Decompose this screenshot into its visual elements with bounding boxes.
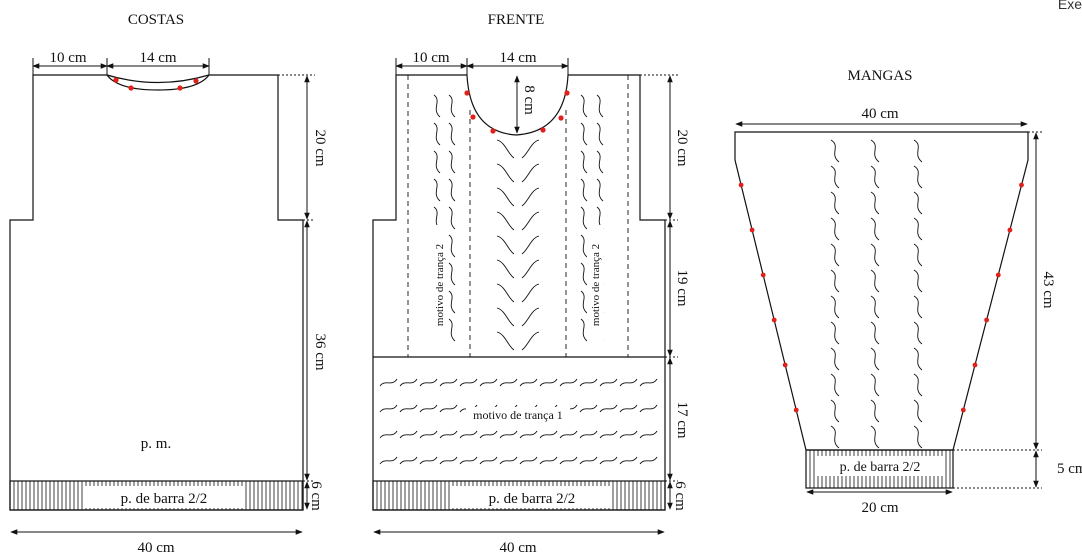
frente-shoulder-dim: 10 cm	[412, 50, 449, 66]
frente-cable2-right: motivo de trança 2	[590, 244, 602, 326]
frente-cable-columns	[407, 75, 629, 357]
frente-band-dim: 17 cm	[674, 401, 690, 438]
costas-rib-dim: 6 cm	[308, 481, 324, 511]
frente-cable2-left: motivo de trança 2	[434, 244, 446, 326]
frente-cable1: motivo de trança 1	[473, 408, 563, 422]
frente-armhole-dim: 20 cm	[674, 129, 690, 166]
frente-cable-waves	[379, 94, 658, 465]
frente-upper-dim: 19 cm	[674, 269, 690, 306]
costas-body-dim: 36 cm	[312, 333, 328, 370]
mangas-cable-waves	[830, 139, 923, 449]
costas-neck-dim: 14 cm	[139, 50, 176, 66]
costas-panel: COSTAS p. de barra 2/2 p. m. 10 cm 14 cm…	[9, 12, 328, 556]
mangas-height-dim: 43 cm	[1040, 271, 1056, 308]
mangas-bottom-dim: 20 cm	[861, 500, 898, 516]
costas-width-dim: 40 cm	[137, 540, 174, 556]
frente-rib-dim: 6 cm	[672, 481, 688, 511]
costas-title: COSTAS	[128, 12, 184, 28]
mangas-top-dim: 40 cm	[861, 106, 898, 122]
mangas-panel: MANGAS p. de barra 2/2 40 cm 43 cm 5 cm …	[734, 68, 1082, 516]
frente-title: FRENTE	[488, 12, 545, 28]
frente-width-dim: 40 cm	[499, 540, 536, 556]
mangas-outline	[734, 131, 1029, 451]
mangas-rib-dim: 5 cm	[1057, 461, 1082, 477]
costas-armhole-dim: 20 cm	[312, 129, 328, 166]
frente-panel: FRENTE 8 cm motivo de trança 2 motivo de…	[372, 12, 690, 556]
corner-text: Exe	[1057, 0, 1082, 12]
frente-neck-dim: 14 cm	[499, 50, 536, 66]
mangas-title: MANGAS	[847, 68, 912, 84]
costas-stitch-label: p. m.	[141, 436, 171, 452]
frente-outline	[372, 74, 666, 511]
costas-shoulder-dim: 10 cm	[49, 50, 86, 66]
costas-rib-label: p. de barra 2/2	[121, 491, 208, 507]
costas-neck-markers	[113, 77, 199, 91]
frente-neck-depth-dim: 8 cm	[521, 85, 537, 115]
mangas-increase-markers	[738, 182, 1024, 413]
frente-neck-markers	[464, 90, 570, 134]
frente-rib-label: p. de barra 2/2	[489, 491, 576, 507]
mangas-rib-label: p. de barra 2/2	[840, 460, 921, 475]
